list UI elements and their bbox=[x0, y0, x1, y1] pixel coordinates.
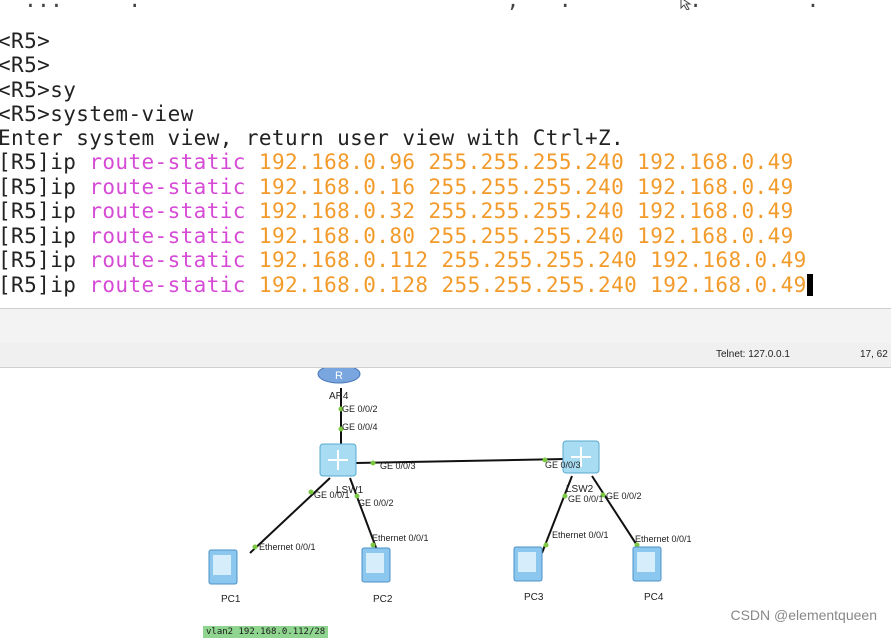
port-dot bbox=[308, 489, 314, 495]
terminal-line: Enter system view, return user view with… bbox=[0, 126, 625, 150]
port-label: GE 0/0/2 bbox=[606, 491, 642, 501]
port-label: GE 0/0/4 bbox=[342, 422, 378, 432]
terminal-line: <R5> bbox=[0, 29, 51, 53]
route-line: [R5]ip route-static 192.168.0.32 255.255… bbox=[0, 199, 794, 223]
horizontal-scrollbar[interactable] bbox=[0, 308, 891, 344]
port-dot bbox=[370, 542, 376, 548]
link-lsw1-lsw2 bbox=[355, 458, 566, 464]
port-label: Ethernet 0/0/1 bbox=[552, 530, 609, 540]
port-dot bbox=[543, 542, 549, 548]
switch-label: LSW1 bbox=[336, 485, 364, 496]
link-lsw1-pc2 bbox=[349, 477, 379, 554]
link-lsw1-pc1 bbox=[249, 477, 331, 554]
route-line: [R5]ip route-static 192.168.0.128 255.25… bbox=[0, 273, 813, 297]
topology-canvas[interactable]: R AR4 LSW1 LSW2 PC1 bbox=[0, 368, 891, 638]
terminal-line: <R5>sy bbox=[0, 78, 77, 102]
port-label: GE 0/0/1 bbox=[314, 490, 350, 500]
port-label: Ethernet 0/0/1 bbox=[259, 542, 316, 552]
telnet-status: Telnet: 127.0.0.1 bbox=[716, 349, 790, 360]
port-label: GE 0/0/2 bbox=[342, 404, 378, 414]
svg-text:R: R bbox=[335, 370, 343, 382]
port-dot bbox=[354, 493, 360, 499]
switch-icon bbox=[562, 440, 600, 474]
port-dot bbox=[542, 457, 548, 463]
text-cursor bbox=[806, 274, 813, 296]
port-label: GE 0/0/3 bbox=[545, 460, 581, 470]
route-line: [R5]ip route-static 192.168.0.80 255.255… bbox=[0, 224, 794, 248]
route-line: [R5]ip route-static 192.168.0.96 255.255… bbox=[0, 150, 794, 174]
terminal-line: <R5> bbox=[0, 53, 51, 77]
port-dot bbox=[252, 544, 258, 550]
terminal-cut-line: ... . , . . . bbox=[0, 0, 846, 12]
vlan-label: vlan2 192.168.0.112/28 bbox=[203, 626, 329, 638]
router-label: AR4 bbox=[329, 391, 349, 402]
mouse-cursor-icon bbox=[680, 0, 692, 10]
port-label: Ethernet 0/0/1 bbox=[372, 533, 429, 543]
switch-label: LSW2 bbox=[566, 484, 594, 495]
link-lsw2-pc3 bbox=[541, 475, 573, 554]
link-lsw2-pc4 bbox=[591, 475, 643, 554]
terminal-line: <R5>system-view bbox=[0, 102, 194, 126]
port-label: GE 0/0/3 bbox=[380, 461, 416, 471]
switch-icon bbox=[319, 443, 357, 477]
pc-label: PC1 bbox=[221, 594, 241, 605]
port-dot bbox=[562, 493, 568, 499]
route-line: [R5]ip route-static 192.168.0.16 255.255… bbox=[0, 175, 794, 199]
pc-icon bbox=[513, 546, 543, 582]
port-dot bbox=[338, 406, 344, 412]
pc-icon bbox=[208, 549, 238, 585]
pc-label: PC2 bbox=[373, 594, 393, 605]
watermark: CSDN @elementqueen bbox=[730, 607, 877, 623]
cursor-position: 17, 62 bbox=[860, 349, 888, 360]
port-dot bbox=[370, 460, 376, 466]
port-dot bbox=[600, 492, 606, 498]
pc-icon bbox=[361, 547, 391, 583]
port-label: GE 0/0/1 bbox=[568, 494, 604, 504]
router-icon: R bbox=[317, 368, 361, 384]
pc-label: PC3 bbox=[524, 592, 544, 603]
port-dot bbox=[338, 426, 344, 432]
port-label: Ethernet 0/0/1 bbox=[635, 534, 692, 544]
pc-icon bbox=[632, 546, 662, 582]
terminal-window[interactable]: ... . , . . . <R5> <R5> <R5>sy <R5>syste… bbox=[0, 0, 891, 308]
pc-label: PC4 bbox=[644, 592, 664, 603]
port-label: GE 0/0/2 bbox=[358, 498, 394, 508]
status-bar: Telnet: 127.0.0.1 17, 62 bbox=[0, 343, 891, 368]
port-dot bbox=[634, 542, 640, 548]
topology-links: R bbox=[208, 368, 662, 585]
route-line: [R5]ip route-static 192.168.0.112 255.25… bbox=[0, 248, 807, 272]
